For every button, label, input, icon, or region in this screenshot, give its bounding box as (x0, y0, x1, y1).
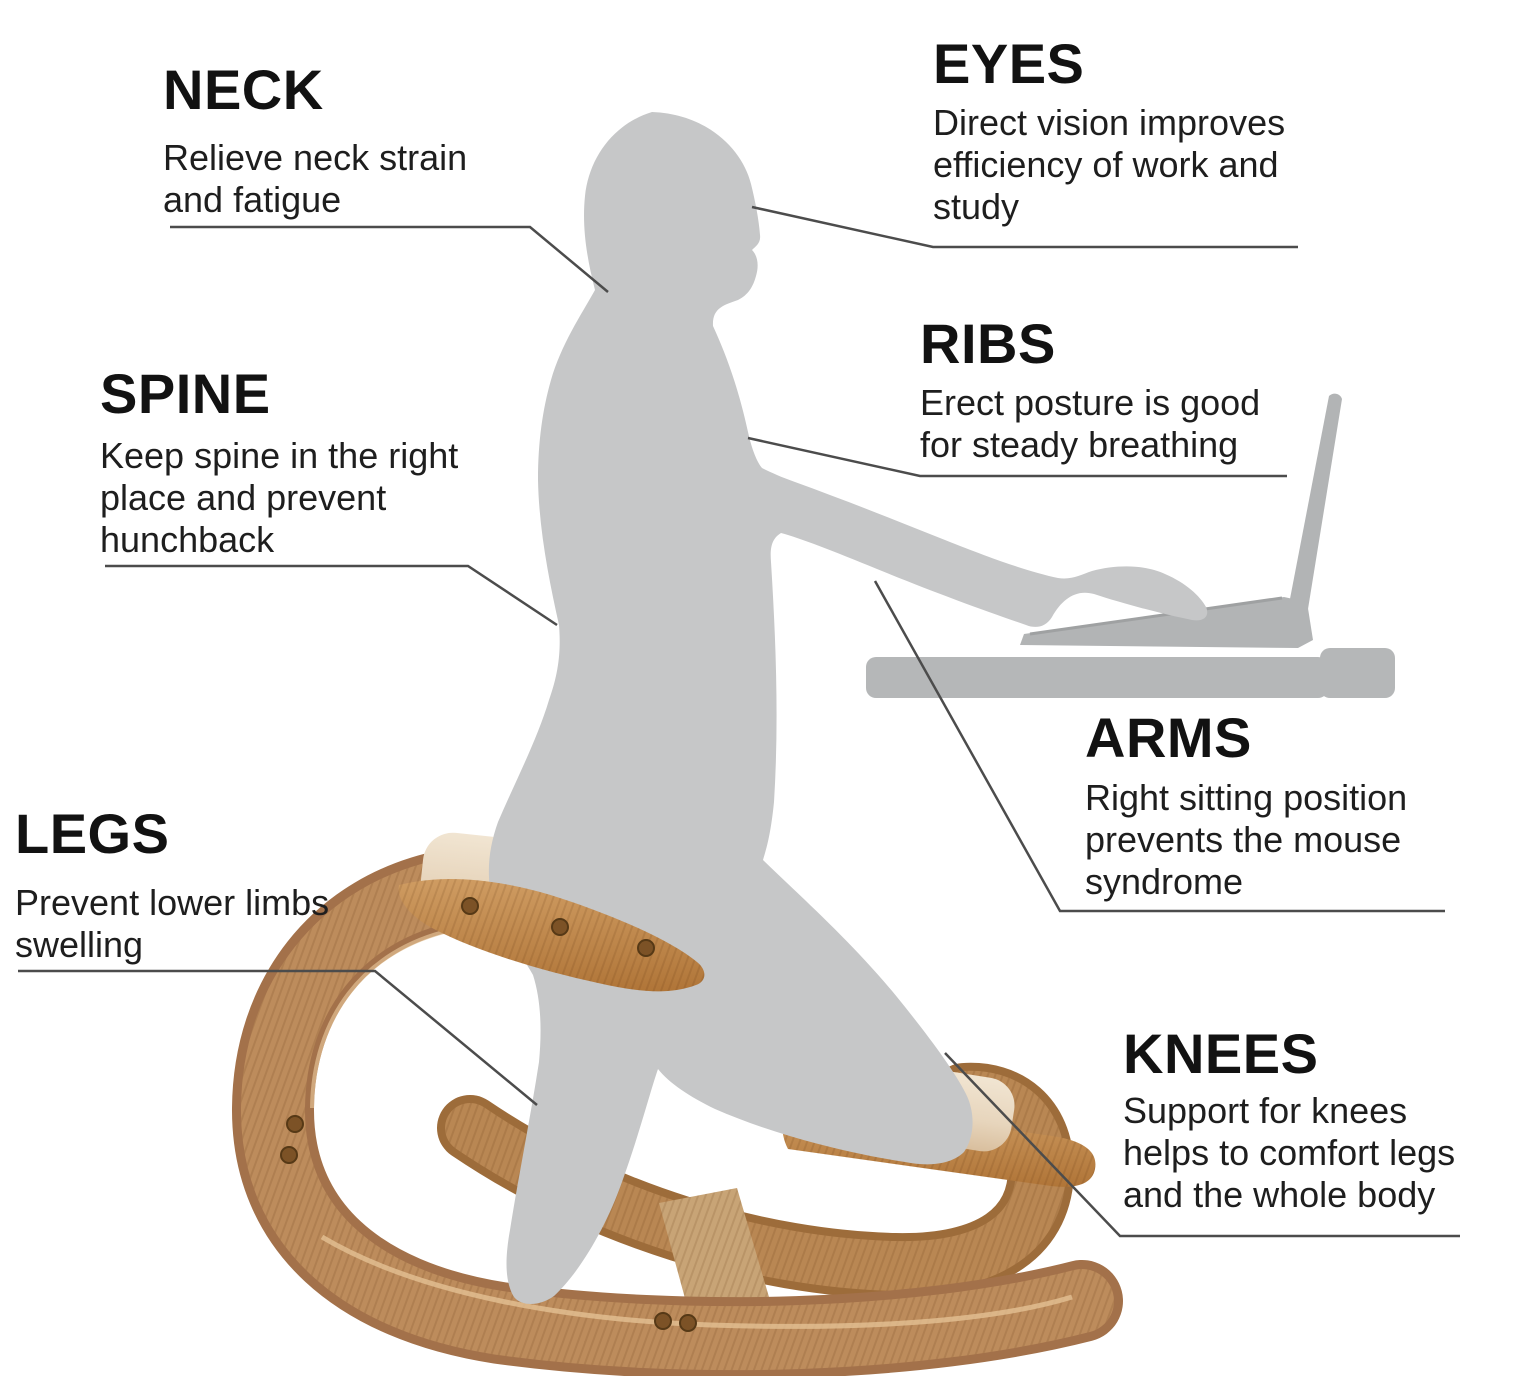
annotation-legs-description: Prevent lower limbs swelling (15, 882, 330, 965)
leader-line-ribs (747, 436, 1287, 478)
annotation-eyes: EYES Direct vision improves efficiency o… (933, 36, 1285, 228)
annotation-ribs-description: Erect posture is good for steady breathi… (920, 382, 1261, 465)
seat-support (398, 878, 705, 992)
annotation-ribs-title: RIBS (920, 312, 1056, 375)
annotation-arms: ARMS Right sitting position prevents the… (1085, 710, 1407, 903)
screw (637, 939, 655, 957)
leader-line-arms (873, 580, 1445, 913)
annotation-spine-description: Keep spine in the right place and preven… (100, 435, 459, 560)
laptop (1020, 393, 1342, 648)
screw (461, 897, 479, 915)
laptop-screen (1289, 393, 1342, 609)
screw (679, 1314, 697, 1332)
leader-line-knees (944, 1052, 1460, 1238)
annotation-knees: KNEES Support for knees helps to comfort… (1123, 1026, 1455, 1216)
screw (551, 918, 569, 936)
person-silhouette (488, 112, 1208, 1305)
chair-cross-brace (659, 1188, 769, 1313)
annotation-neck-title: NECK (163, 58, 324, 121)
annotation-spine-title: SPINE (100, 362, 271, 425)
annotation-legs: LEGS Prevent lower limbs swelling (15, 806, 329, 966)
leader-line-spine (105, 564, 558, 627)
desk-surface (866, 648, 1395, 698)
annotation-spine: SPINE Keep spine in the right place and … (100, 366, 458, 561)
annotation-legs-title: LEGS (15, 802, 170, 865)
annotation-neck-description: Relieve neck strain and fatigue (163, 137, 468, 220)
annotation-arms-description: Right sitting position prevents the mous… (1085, 777, 1408, 902)
chair-right-rocker (437, 1062, 1074, 1300)
screw (286, 1115, 304, 1133)
screw (654, 1312, 672, 1330)
annotation-ribs: RIBS Erect posture is good for steady br… (920, 316, 1260, 466)
annotation-neck: NECK Relieve neck strain and fatigue (163, 62, 467, 221)
annotation-eyes-description: Direct vision improves efficiency of wor… (933, 102, 1286, 227)
leader-lines (18, 205, 1460, 1238)
annotation-knees-description: Support for knees helps to comfort legs … (1123, 1090, 1456, 1215)
leader-line-legs (18, 969, 538, 1106)
leader-line-neck (170, 225, 609, 293)
annotation-arms-title: ARMS (1085, 706, 1252, 769)
screw (280, 1146, 298, 1164)
plywood-edge-highlight (310, 928, 453, 1109)
chair-left-rocker (231, 849, 1123, 1376)
plywood-edge-highlight (320, 1234, 1073, 1329)
leader-line-eyes (751, 205, 1298, 249)
laptop-keyboard-edge (1029, 596, 1283, 636)
laptop-base (1020, 597, 1313, 648)
annotation-eyes-title: EYES (933, 32, 1085, 95)
annotation-knees-title: KNEES (1123, 1022, 1319, 1085)
